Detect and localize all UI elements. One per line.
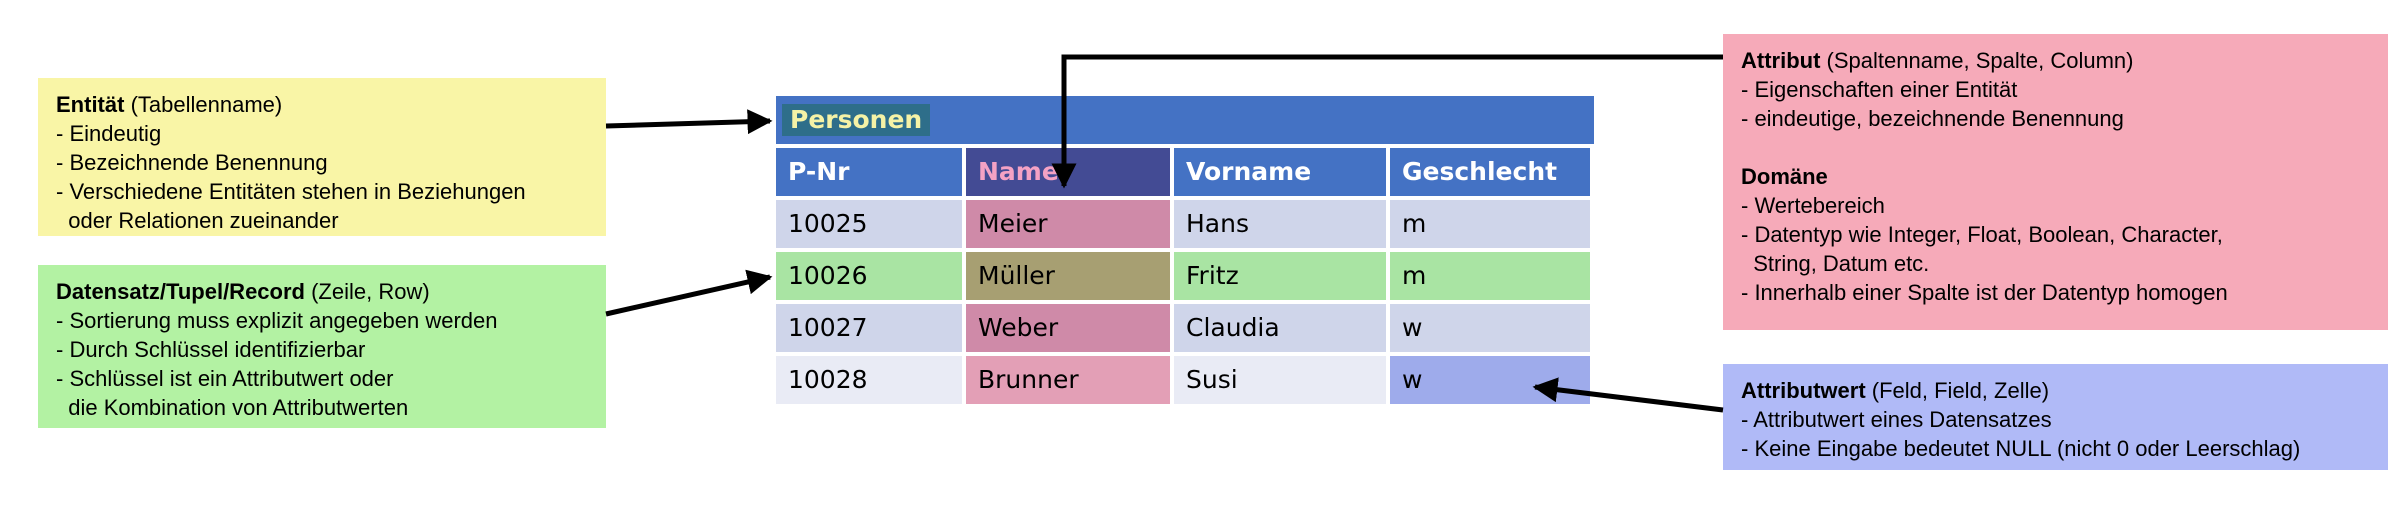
table-cell: Claudia [1174, 304, 1386, 352]
table-cell: Weber [966, 304, 1170, 352]
entity-info-box: Entität (Tabellenname) - Eindeutig - Bez… [38, 78, 606, 236]
record-info-box: Datensatz/Tupel/Record (Zeile, Row) - So… [38, 265, 606, 428]
table-cell: Meier [966, 200, 1170, 248]
table-row: 10027 Weber Claudia w [776, 304, 1594, 352]
table-cell: Müller [966, 252, 1170, 300]
entity-line: oder Relationen zueinander [56, 208, 339, 233]
value-heading: Attributwert (Feld, Field, Zelle) [1741, 378, 2050, 403]
attribute-value-info-box: Attributwert (Feld, Field, Zelle) - Attr… [1723, 364, 2388, 470]
table-cell: 10027 [776, 304, 962, 352]
table-cell: 10026 [776, 252, 962, 300]
entity-line: - Verschiedene Entitäten stehen in Bezie… [56, 179, 526, 204]
table-title-row: Personen [776, 96, 1594, 144]
column-header-pnr: P-Nr [776, 148, 962, 196]
table-cell: w [1390, 304, 1590, 352]
table-cell: 10028 [776, 356, 962, 404]
record-heading: Datensatz/Tupel/Record (Zeile, Row) [56, 279, 430, 304]
value-line: - Attributwert eines Datensatzes [1741, 407, 2052, 432]
record-arrow [605, 269, 773, 317]
table-cell: Fritz [1174, 252, 1386, 300]
entity-heading: Entität (Tabellenname) [56, 92, 283, 117]
attribute-line: - Eigenschaften einer Entität [1741, 77, 2018, 102]
attribute-arrow [1051, 54, 1723, 189]
table-cell: m [1390, 200, 1590, 248]
table-header-row: P-Nr Name Vorname Geschlecht [776, 148, 1594, 196]
record-line: - Schlüssel ist ein Attributwert oder [56, 366, 394, 391]
attribute-info-box: Attribut (Spaltenname, Spalte, Column) -… [1723, 34, 2388, 330]
table-cell: 10025 [776, 200, 962, 248]
table-row: 10028 Brunner Susi w [776, 356, 1594, 404]
domain-line: String, Datum etc. [1741, 251, 1930, 276]
table-row: 10025 Meier Hans m [776, 200, 1594, 248]
domain-line: - Innerhalb einer Spalte ist der Datenty… [1741, 280, 2228, 305]
table-cell: Brunner [966, 356, 1170, 404]
value-line: - Keine Eingabe bedeutet NULL (nicht 0 o… [1741, 436, 2301, 461]
table-cell: Hans [1174, 200, 1386, 248]
table-cell: m [1390, 252, 1590, 300]
column-header-geschlecht: Geschlecht [1390, 148, 1590, 196]
persons-table: Personen P-Nr Name Vorname Geschlecht 10… [776, 96, 1594, 404]
record-line: die Kombination von Attributwerten [56, 395, 409, 420]
attribute-line: - eindeutige, bezeichnende Benennung [1741, 106, 2124, 131]
domain-line: - Wertebereich [1741, 193, 1885, 218]
table-cell: Susi [1174, 356, 1386, 404]
attribute-heading: Attribut (Spaltenname, Spalte, Column) [1741, 48, 2134, 73]
entity-arrow [605, 109, 773, 135]
record-line: - Durch Schlüssel identifizierbar [56, 337, 366, 362]
domain-line: - Datentyp wie Integer, Float, Boolean, … [1741, 222, 2223, 247]
entity-line: - Eindeutig [56, 121, 162, 146]
table-title: Personen [782, 104, 931, 136]
table-row-highlighted: 10026 Müller Fritz m [776, 252, 1594, 300]
domain-heading: Domäne [1741, 164, 1828, 189]
attribute-value-arrow [1532, 377, 1724, 413]
entity-line: - Bezeichnende Benennung [56, 150, 328, 175]
record-line: - Sortierung muss explizit angegeben wer… [56, 308, 498, 333]
column-header-vorname: Vorname [1174, 148, 1386, 196]
